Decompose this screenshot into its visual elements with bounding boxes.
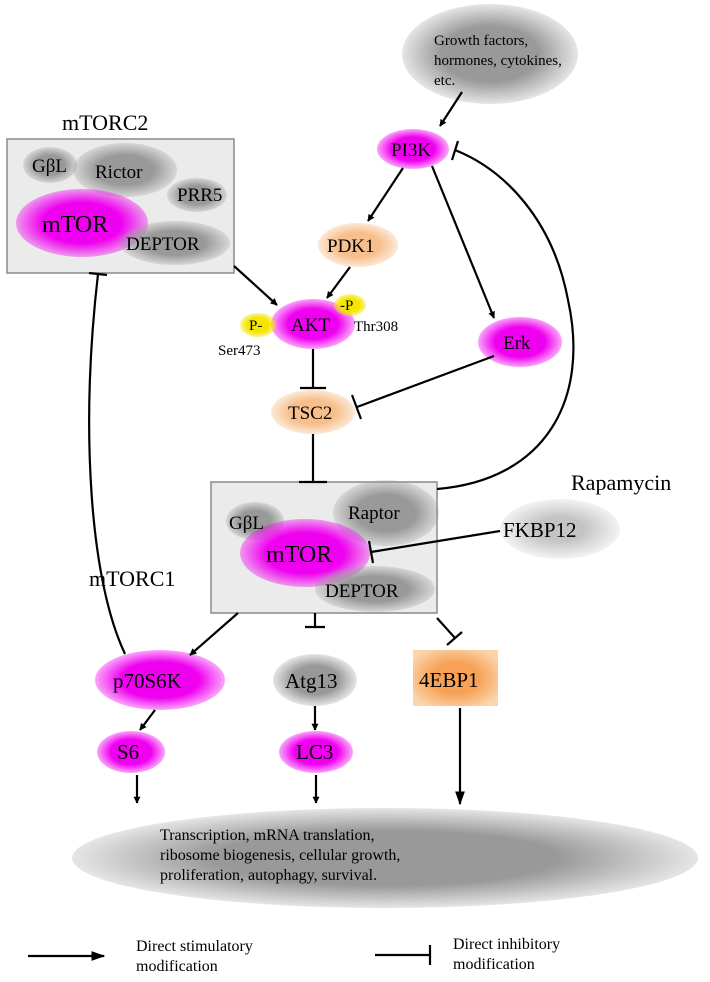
edge-mtorc1-feedback-inhibits-pi3k (436, 148, 575, 491)
edge-pi3k-to-erk (430, 165, 496, 319)
p70s6k-node (95, 650, 225, 710)
edge-mtorc1-inhibits-4ebp1-bar (446, 631, 463, 646)
akt-label: AKT (291, 315, 330, 336)
mtorc2-prr5-label: PRR5 (177, 185, 222, 206)
edge-mtorc2-to-akt (233, 265, 278, 306)
phospho-thr308-node (334, 294, 366, 316)
tsc2-label: TSC2 (288, 403, 332, 424)
pi3k-label: PI3K (391, 140, 431, 161)
rapamycin-label: Rapamycin (571, 470, 671, 495)
edge-gf-to-pi3k (439, 91, 463, 127)
legend-inhibitory-line2: modification (453, 956, 535, 973)
mtorc2-rictor-label: Rictor (95, 162, 143, 183)
outcome-line2: ribosome biogenesis, cellular growth, (160, 847, 400, 864)
edge-mtorc1-inhibits-4ebp1 (436, 617, 456, 639)
mtorc2-gbl-blob (23, 147, 77, 183)
edge-fkbp12-inhibits-mtor-bar (367, 540, 375, 564)
thr308-label: Thr308 (354, 319, 398, 335)
edge-mtorc1-to-p70s6k (189, 612, 239, 656)
outcome-node (72, 808, 698, 908)
erk-label: Erk (503, 333, 531, 354)
legend-stimulatory-line2: modification (136, 958, 218, 975)
edge-erk-inhibits-tsc2 (356, 354, 495, 409)
fkbp12-node (500, 499, 620, 559)
edge-mtorc1-feedback-bar (450, 140, 460, 161)
mtorc2-title: mTORC2 (62, 110, 148, 135)
mtorc1-raptor-blob (333, 480, 439, 546)
mtorc2-prr5-blob (167, 178, 227, 212)
4ebp1-label: 4EBP1 (419, 668, 479, 692)
erk-node (478, 317, 562, 367)
lc3-label: LC3 (296, 740, 333, 764)
4ebp1-node (413, 650, 498, 706)
atg13-label: Atg13 (285, 669, 338, 693)
phospho-right-label: -P (340, 298, 353, 314)
mtorc2-deptor-blob (120, 221, 230, 265)
mtorc2-rictor-blob (73, 143, 177, 197)
legend-stimulatory-line1: Direct stimulatory (136, 938, 253, 955)
mtorc1-raptor-label: Raptor (348, 503, 400, 524)
growth-factors-line3: etc. (434, 73, 455, 89)
ser473-label: Ser473 (218, 343, 261, 359)
s6-node (97, 731, 165, 773)
edge-fkbp12-inhibits-mtor (370, 529, 501, 554)
akt-node (271, 299, 355, 349)
pdk1-label: PDK1 (327, 236, 375, 257)
growth-factors-node (402, 4, 578, 104)
mtorc2-gbl-label: GβL (32, 156, 67, 177)
edge-p70s6k-feedback-bar (88, 271, 108, 277)
legend-inhibitory-line1: Direct inhibitory (453, 936, 560, 953)
lc3-node (279, 731, 353, 773)
mtorc2-deptor-label: DEPTOR (126, 234, 200, 255)
p70s6k-label: p70S6K (113, 669, 182, 693)
edge-pi3k-to-pdk1 (367, 167, 404, 222)
outcome-line3: proliferation, autophagy, survival. (160, 867, 377, 884)
pdk1-node (318, 223, 398, 267)
atg13-node (273, 654, 357, 706)
mtorc1-deptor-blob (315, 566, 435, 612)
outcome-line1: Transcription, mRNA translation, (160, 827, 375, 844)
edge-pdk1-to-akt (326, 266, 351, 299)
edge-p70s6k-to-s6 (139, 709, 156, 731)
mtorc1-mtor-node (240, 519, 370, 587)
phospho-left-label: P- (249, 318, 262, 334)
mtorc2-mtor-node (16, 189, 148, 257)
mtorc1-mtor-label: mTOR (266, 542, 332, 568)
fkbp12-label: FKBP12 (503, 518, 577, 542)
edge-p70s6k-feedback-inhibits-mtorc2 (88, 273, 126, 655)
mtorc1-gbl-label: GβL (229, 513, 264, 534)
pi3k-node (377, 129, 449, 169)
growth-factors-line2: hormones, cytokines, (434, 53, 562, 69)
growth-factors-line1: Growth factors, (434, 33, 528, 49)
mtorc2-mtor-label: mTOR (42, 212, 108, 238)
s6-label: S6 (117, 740, 139, 764)
mtorc1-deptor-label: DEPTOR (325, 581, 399, 602)
edge-erk-inhibits-tsc2-bar (350, 394, 363, 420)
tsc2-node (271, 390, 355, 434)
phospho-ser473-node (240, 313, 276, 337)
